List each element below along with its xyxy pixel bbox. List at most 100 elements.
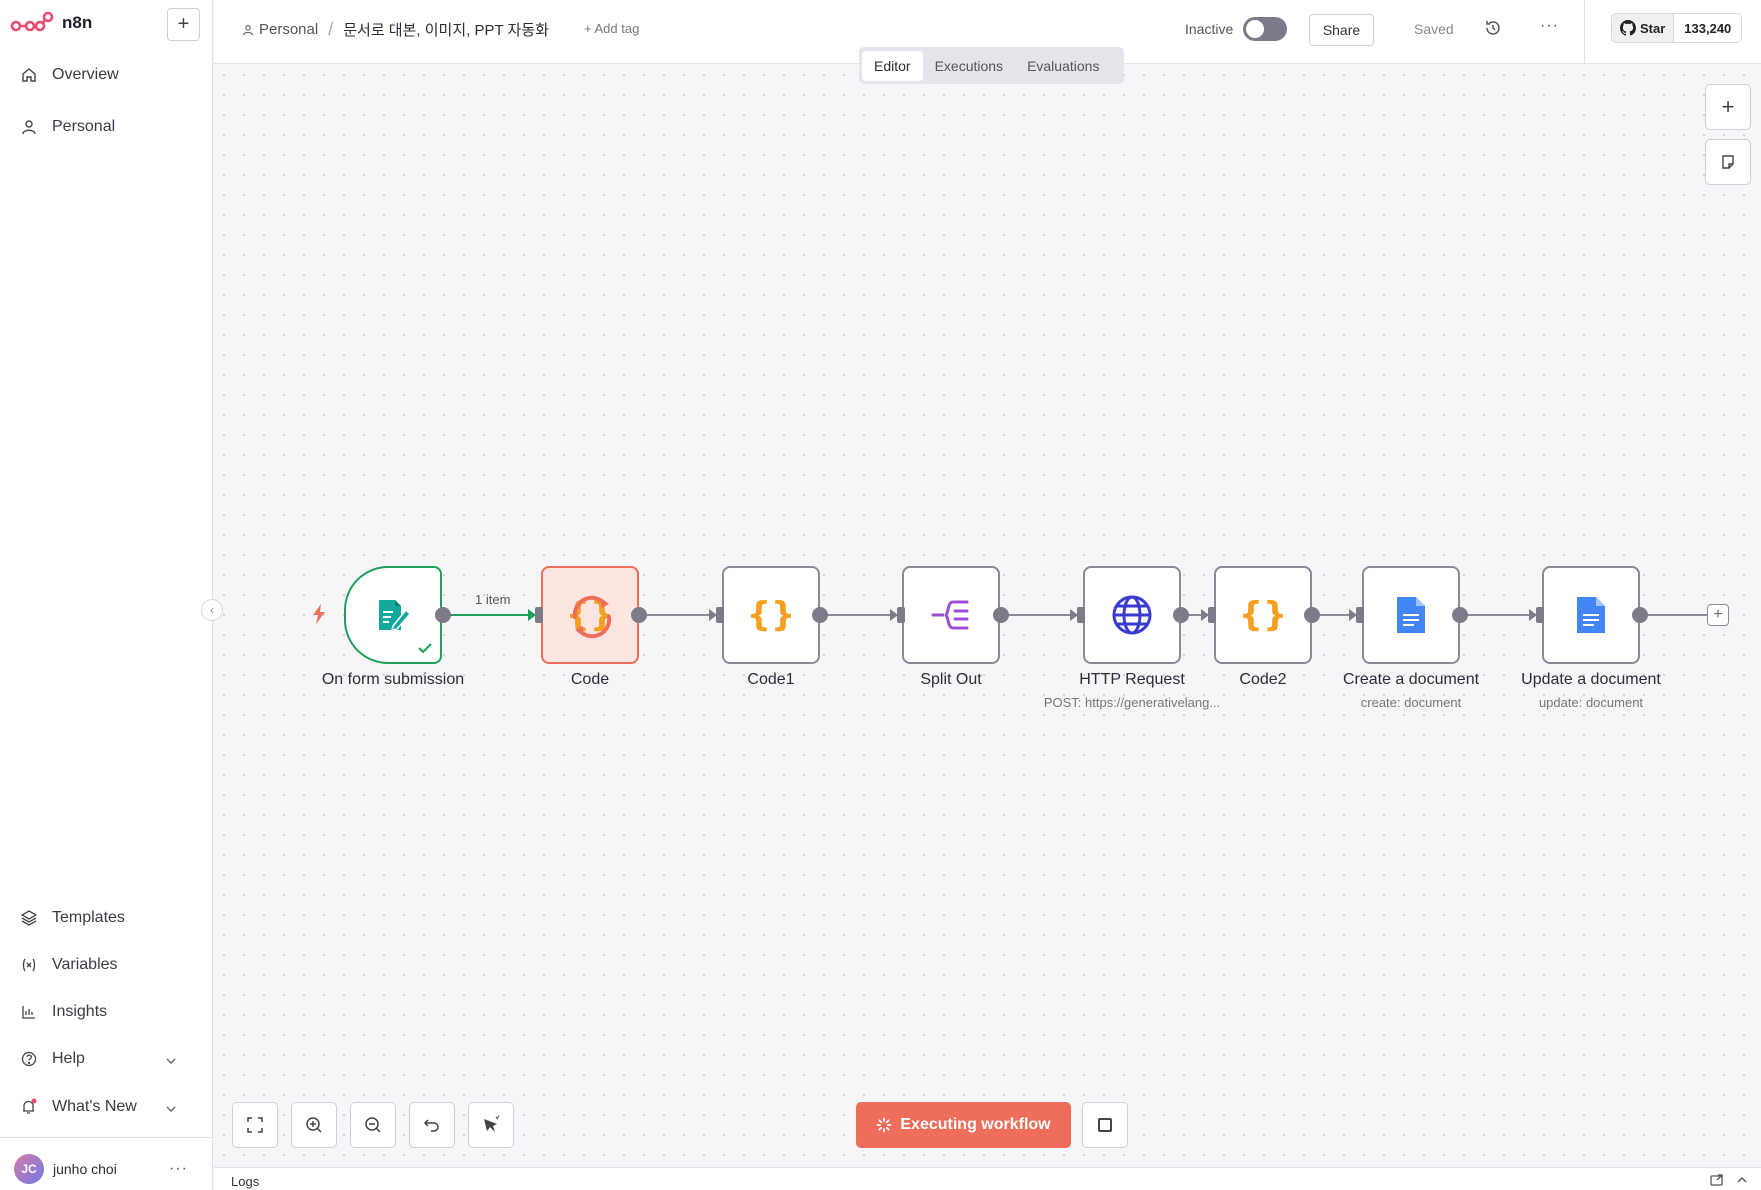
node-update-a-document[interactable] — [1542, 566, 1640, 664]
node-label: Split Out — [920, 671, 982, 688]
sticky-note-icon — [1722, 155, 1734, 169]
collapse-sidebar-button[interactable]: ‹ — [201, 599, 223, 621]
user-name: junho choi — [53, 1161, 117, 1177]
spinner-icon — [572, 595, 612, 639]
node-label: Code1 — [747, 671, 795, 688]
workflow-title[interactable]: 문서로 대본, 이미지, PPT 자동화 — [343, 22, 549, 39]
n8n-logo-icon — [10, 11, 54, 32]
sidebar-item-help[interactable]: Help — [20, 1047, 85, 1071]
plus-icon: + — [1721, 94, 1735, 119]
chevron-up-icon[interactable] — [1736, 1175, 1748, 1185]
node-split-out[interactable] — [902, 566, 1000, 664]
input-handle[interactable] — [897, 607, 905, 623]
github-star-count: 133,240 — [1674, 14, 1742, 42]
share-button[interactable]: Share — [1309, 14, 1374, 46]
user-more-icon[interactable]: ··· — [169, 1160, 188, 1177]
input-handle[interactable] — [716, 607, 724, 623]
sticky-note-button[interactable] — [1705, 139, 1751, 185]
stop-execution-button[interactable] — [1082, 1102, 1128, 1148]
chevron-down-icon[interactable] — [164, 1054, 178, 1068]
node-label: Code2 — [1239, 671, 1287, 688]
plus-icon: + — [177, 13, 190, 35]
pop-out-icon[interactable] — [1710, 1174, 1724, 1186]
user-menu[interactable]: JC junho choi ··· — [14, 1154, 194, 1184]
output-handle[interactable] — [812, 607, 828, 623]
fit-view-icon — [247, 1117, 263, 1133]
zoom-in-button[interactable] — [291, 1102, 337, 1148]
executing-workflow-button[interactable]: Executing workflow — [856, 1102, 1071, 1148]
node-code2[interactable]: {} — [1214, 566, 1312, 664]
input-handle[interactable] — [1536, 607, 1544, 623]
undo-button[interactable] — [409, 1102, 455, 1148]
sidebar-item-variables[interactable]: Variables — [20, 953, 118, 977]
google-docs-icon — [1577, 597, 1605, 633]
input-handle[interactable] — [1356, 607, 1364, 623]
output-handle[interactable] — [993, 607, 1009, 623]
output-handle[interactable] — [435, 607, 451, 623]
n8n-logo[interactable]: n8n — [10, 10, 92, 36]
output-handle[interactable] — [1632, 607, 1648, 623]
node-label: HTTP Request — [1079, 671, 1185, 688]
user-icon — [20, 118, 38, 136]
node-code[interactable]: {} — [541, 566, 639, 664]
breadcrumb-project[interactable]: Personal — [259, 21, 319, 38]
node-label: On form submission — [321, 671, 465, 688]
fit-view-button[interactable] — [232, 1102, 278, 1148]
add-next-node-button[interactable]: + — [1707, 604, 1729, 626]
tidy-up-button[interactable] — [468, 1102, 514, 1148]
code-braces-icon: {} — [1239, 595, 1287, 635]
google-docs-icon — [1397, 597, 1425, 633]
github-star-button[interactable]: Star 133,240 — [1611, 13, 1743, 43]
output-handle[interactable] — [1304, 607, 1320, 623]
sidebar-item-insights[interactable]: Insights — [20, 1000, 107, 1024]
sidebar-item-personal[interactable]: Personal — [20, 115, 115, 139]
spinner-icon — [876, 1117, 892, 1133]
node-code1[interactable]: {} — [722, 566, 820, 664]
workflow-canvas[interactable]: + 1 item — [214, 65, 1761, 1167]
tab-executions[interactable]: Executions — [934, 57, 1004, 74]
node-http-request[interactable] — [1083, 566, 1181, 664]
sidebar-item-label: What's New — [52, 1098, 137, 1115]
output-handle[interactable] — [1173, 607, 1189, 623]
zoom-out-button[interactable] — [350, 1102, 396, 1148]
plus-icon: + — [1713, 606, 1723, 623]
sidebar-item-templates[interactable]: Templates — [20, 906, 125, 930]
arrow-icon — [1529, 609, 1537, 621]
node-label: Create a document — [1342, 671, 1480, 688]
zoom-out-icon — [365, 1117, 381, 1133]
view-tabs: Editor Executions Evaluations — [859, 47, 1124, 84]
more-options-icon[interactable]: ··· — [1540, 17, 1559, 34]
tab-evaluations[interactable]: Evaluations — [1027, 57, 1100, 74]
insights-icon — [20, 1003, 38, 1021]
create-new-button[interactable]: + — [167, 8, 200, 41]
arrow-icon — [1070, 609, 1078, 621]
active-toggle[interactable] — [1243, 17, 1287, 41]
sidebar-item-overview[interactable]: Overview — [20, 63, 119, 87]
breadcrumb-separator: / — [328, 19, 334, 39]
add-tag-link[interactable]: + Add tag — [584, 21, 640, 36]
chevron-down-icon[interactable] — [164, 1102, 178, 1116]
add-node-button[interactable]: + — [1705, 84, 1751, 130]
github-star-label[interactable]: Star — [1612, 14, 1675, 42]
node-on-form-submission[interactable] — [344, 566, 442, 664]
output-handle[interactable] — [1452, 607, 1468, 623]
arrow-icon — [890, 609, 898, 621]
logs-panel[interactable]: Logs — [214, 1167, 1761, 1190]
bell-icon — [20, 1098, 38, 1116]
logs-label: Logs — [231, 1174, 260, 1189]
input-handle[interactable] — [535, 607, 543, 623]
history-icon[interactable] — [1484, 19, 1502, 37]
trigger-bolt-icon — [313, 604, 325, 624]
execute-label: Executing workflow — [900, 1116, 1051, 1133]
input-handle[interactable] — [1208, 607, 1216, 623]
input-handle[interactable] — [1077, 607, 1085, 623]
chevron-left-icon: ‹ — [210, 603, 214, 617]
sidebar-item-label: Personal — [52, 118, 116, 135]
output-handle[interactable] — [631, 607, 647, 623]
svg-text:{}: {} — [747, 595, 795, 635]
tab-editor[interactable]: Editor — [862, 50, 923, 81]
node-create-a-document[interactable] — [1362, 566, 1460, 664]
code-braces-icon: {} — [747, 595, 795, 635]
sidebar-item-whats-new[interactable]: What's New — [20, 1095, 137, 1119]
breadcrumb: Personal / 문서로 대본, 이미지, PPT 자동화 — [242, 19, 549, 40]
